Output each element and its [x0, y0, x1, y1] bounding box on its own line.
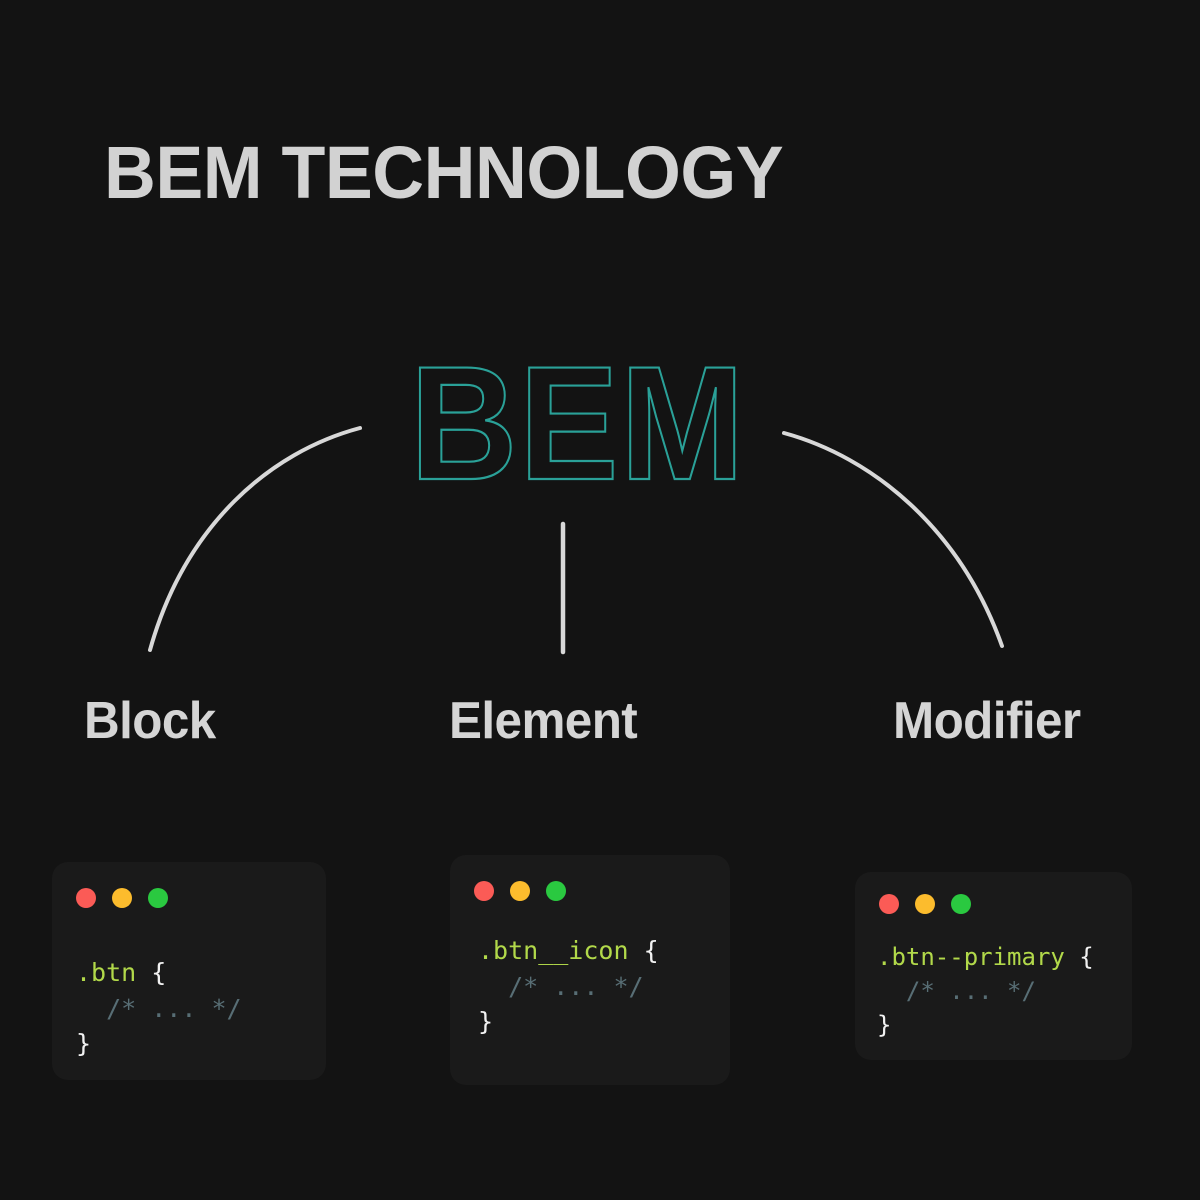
- code-card-block[interactable]: .btn { /* ... */ }: [52, 862, 326, 1080]
- code-open-brace: {: [643, 936, 659, 965]
- bem-logo-svg: BEM: [409, 352, 746, 502]
- code-comment: /* ... */: [478, 971, 644, 1001]
- code-selector: .btn--primary: [877, 943, 1080, 971]
- code-snippet-element: .btn__icon { /* ... */ }: [478, 933, 659, 1040]
- code-selector: .btn: [76, 958, 152, 987]
- close-dot-icon[interactable]: [76, 888, 96, 908]
- code-open-brace: {: [1079, 943, 1094, 971]
- code-close-brace: }: [478, 1007, 494, 1036]
- window-traffic-lights: [879, 894, 971, 914]
- right-arc-line: [782, 431, 1004, 648]
- code-snippet-block: .btn { /* ... */ }: [76, 955, 242, 1062]
- code-comment: /* ... */: [877, 977, 1036, 1006]
- column-label-modifier: Modifier: [893, 692, 1081, 750]
- window-traffic-lights: [474, 881, 566, 901]
- code-card-element[interactable]: .btn__icon { /* ... */ }: [450, 855, 730, 1085]
- close-dot-icon[interactable]: [879, 894, 899, 914]
- minimize-dot-icon[interactable]: [112, 888, 132, 908]
- maximize-dot-icon[interactable]: [546, 881, 566, 901]
- left-arc-line: [148, 426, 362, 652]
- code-close-brace: }: [877, 1011, 892, 1040]
- column-label-block: Block: [84, 692, 216, 750]
- minimize-dot-icon[interactable]: [915, 894, 935, 914]
- code-close-brace: }: [76, 1029, 92, 1058]
- code-comment: /* ... */: [76, 993, 242, 1023]
- page-title: BEM TECHNOLOGY: [104, 131, 784, 214]
- code-card-modifier[interactable]: .btn--primary { /* ... */ }: [855, 872, 1132, 1060]
- code-selector: .btn__icon: [478, 936, 644, 965]
- maximize-dot-icon[interactable]: [148, 888, 168, 908]
- code-open-brace: {: [151, 958, 167, 987]
- column-label-element: Element: [449, 692, 638, 750]
- close-dot-icon[interactable]: [474, 881, 494, 901]
- minimize-dot-icon[interactable]: [510, 881, 530, 901]
- bem-logo: BEM: [406, 352, 756, 502]
- bem-logo-text: BEM: [410, 352, 746, 502]
- maximize-dot-icon[interactable]: [951, 894, 971, 914]
- window-traffic-lights: [76, 888, 168, 908]
- code-snippet-modifier: .btn--primary { /* ... */ }: [877, 940, 1094, 1042]
